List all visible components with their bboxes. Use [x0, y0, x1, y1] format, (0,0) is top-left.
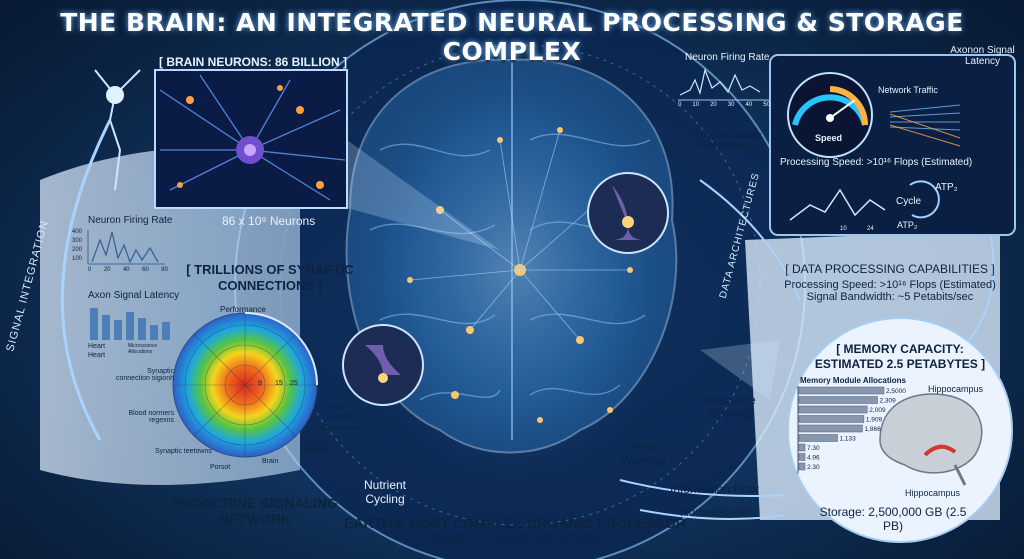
memory-bar-label: 2,009 [869, 407, 886, 414]
axonon-latency-label: Axonon Signal Latency [950, 45, 1015, 67]
left-axon-label: Axon Signal Latency [88, 290, 180, 301]
memory-bar-label: 1,866 [864, 426, 881, 433]
memory-bar-label: 2,5000 [886, 388, 906, 395]
bottom-caption: EARTH'S MOST COMPLEX ORGANIC PROCESSOR (… [300, 515, 730, 545]
radial-label-brain: Brain [262, 458, 279, 465]
memory-heading: [ MEMORY CAPACITY: ESTIMATED 2.5 PETABYT… [814, 342, 986, 371]
memory-bar [798, 405, 868, 414]
speed-label: Speed [815, 133, 843, 143]
memory-bar [798, 453, 806, 461]
memory-bar [798, 434, 838, 442]
memory-bar [798, 386, 885, 395]
memory-bar [798, 396, 878, 404]
left-firing-y-ticks: 400 300 200 100 [72, 229, 83, 262]
memory-bar-label: 2.30 [807, 464, 820, 471]
axon-bar-label-1: Heart [88, 343, 106, 350]
bottom-caption-line1: EARTH'S MOST COMPLEX ORGANIC PROCESSOR [344, 515, 686, 531]
memory-bar [798, 443, 806, 452]
left-firing-x-ticks: 0 20 40 60 80 [88, 267, 168, 273]
endocrine-label: ENDOCRINE SIGNALING NETWORK [172, 495, 338, 527]
radial-label-synaptic: Synaptic connection sigionh [116, 368, 174, 382]
data-processing-heading: [ DATA PROCESSING CAPABILITIES ] [785, 262, 995, 276]
radial-label-blood-normers: Blood normers regexns [128, 410, 174, 424]
radial-label-teetowns: Synaptic teetowns [155, 448, 212, 455]
right-tick-24: 24 [867, 226, 874, 232]
bottom-caption-line2: (Integrated Neural Architecture) [431, 531, 599, 545]
right-tick-10: 10 [840, 226, 847, 232]
network-traffic-label: Network Traffic [878, 85, 938, 95]
signal-bandwidth-small: Signal Bandwidth: ~5 Petabits/sec [690, 130, 763, 150]
radial-label-formmuit: Formmuit sermons [300, 440, 330, 454]
hippocampus-top-label: Hippocampus [928, 384, 984, 394]
memory-bar-label: 1,909 [866, 417, 883, 424]
data-processing-block: [ DATA PROCESSING CAPABILITIES ] Process… [765, 262, 1015, 303]
radial-tick-3: 25 [290, 380, 298, 387]
radial-title: Performance [220, 305, 266, 314]
resource-sharing-label: Resource Sharing [704, 393, 756, 421]
homeostasis-label: Homeostasis [680, 505, 750, 519]
atp-top-label: ATP₂ [935, 182, 958, 193]
data-processing-speed: Processing Speed: >10¹⁶ Flops (Estimated… [784, 279, 996, 291]
memory-bar-chart: 2,5000 2,309 2,009 1,909 1,866 1,133 7.30 4.96 2… [797, 386, 906, 474]
memory-bar-label: 2,309 [880, 398, 897, 405]
page-title: THE BRAIN: AN INTEGRATED NEURAL PROCESSI… [60, 8, 964, 66]
memory-bar-label: 4.96 [807, 455, 820, 462]
atp-bottom-label: ATP₂ [897, 220, 918, 230]
memory-bar-label: 7.30 [807, 445, 820, 452]
radial-tick-1: 9 [258, 380, 262, 387]
data-processing-bandwidth: Signal Bandwidth: ~5 Petabits/sec [806, 291, 974, 303]
pest-warning-label: Pest Warning [620, 440, 666, 468]
neurons-caption: 86 x 10⁹ Neurons [222, 214, 316, 228]
memory-chart-title: Memory Module Allocations [800, 376, 906, 385]
left-firing-rate-label: Neuron Firing Rate [88, 215, 173, 226]
radial-tick-2: 15 [275, 380, 283, 387]
axon-bar-label-3: Microscience Allocations [128, 343, 158, 355]
storage-label: Storage: 2,500,000 GB (2.5 PB) [819, 505, 967, 533]
nutrient-cycling-label: Nutrient Cycling [363, 478, 407, 506]
right-firing-rate-label: Neuron Firing Rate [685, 52, 770, 63]
memory-bar [798, 462, 806, 471]
radial-label-blood-ecaptore: Blood ecaptore [330, 405, 358, 419]
memory-bar-label: 1,133 [840, 436, 857, 443]
radial-label-blood-neuroin: Blood neuroin [318, 425, 362, 432]
radial-label-porsot: Porsot [210, 464, 231, 471]
cycle-label: Cycle [896, 196, 922, 207]
synaptic-heading: [ TRILLIONS OF SYNAPTIC CONNECTIONS ] [186, 262, 354, 293]
neurons-heading: [ BRAIN NEURONS: 86 BILLION ] [158, 55, 347, 69]
information-flow-label: Information Flow [670, 482, 759, 496]
axon-bar-label-2: Heart [88, 352, 106, 359]
hippocampus-bottom-label: Hippocampus [905, 488, 961, 498]
processing-speed-small: Processing Speed: >10¹⁶ Flops (Estimated… [780, 157, 973, 168]
memory-bar [798, 415, 865, 423]
memory-bar [798, 424, 863, 433]
